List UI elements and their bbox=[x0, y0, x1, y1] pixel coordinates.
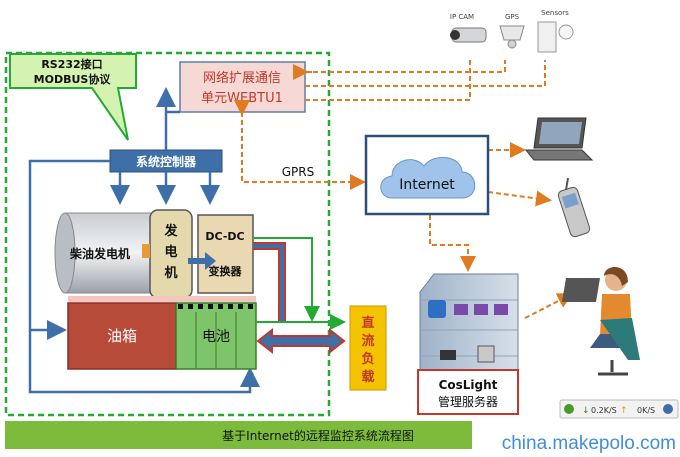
callout-line1: RS232接口 bbox=[41, 57, 102, 71]
battery-label: 电池 bbox=[202, 329, 230, 345]
internet-box: Internet bbox=[364, 134, 490, 216]
netspeed-widget: ↓ 0.2K/S ↑ 0K/S bbox=[559, 399, 679, 419]
internet-label: Internet bbox=[399, 177, 455, 193]
netspeed-down: 0.2K/S bbox=[591, 406, 617, 415]
webtu-box: 网络扩展通信 单元WEBTU1 bbox=[179, 61, 306, 113]
sensors-label: Sensors bbox=[541, 9, 569, 17]
load-c3: 负 bbox=[361, 351, 374, 367]
server-line2: 管理服务器 bbox=[438, 394, 498, 409]
gprs-label: GPRS bbox=[282, 165, 315, 179]
sensors-device: Sensors bbox=[537, 9, 574, 53]
power-bus bbox=[253, 237, 320, 322]
top-strip bbox=[68, 296, 256, 302]
system-boundary bbox=[4, 51, 331, 417]
netspeed-up: 0K/S bbox=[637, 406, 655, 415]
webtu-line2: 单元WEBTU1 bbox=[201, 91, 283, 106]
controller-label: 系统控制器 bbox=[136, 154, 197, 169]
dcdc-converter: DC-DC 变换器 bbox=[188, 214, 254, 294]
battery-load-arrows bbox=[256, 314, 346, 355]
dcdc-line2: 变换器 bbox=[209, 264, 243, 278]
operator-figure bbox=[562, 266, 640, 376]
footer-title: 基于Internet的远程监控系统流程图 bbox=[222, 428, 414, 443]
gps-device: GPS bbox=[499, 13, 525, 49]
dc-load: 直 流 负 载 bbox=[349, 305, 387, 391]
coslight-label-box: CosLight 管理服务器 bbox=[417, 369, 519, 415]
svg-text:↓: ↓ bbox=[582, 406, 590, 416]
laptop-icon bbox=[524, 117, 594, 161]
gen-char2: 电 bbox=[164, 244, 177, 260]
server-line1: CosLight bbox=[439, 378, 498, 392]
svg-text:↑: ↑ bbox=[620, 406, 628, 416]
load-c4: 载 bbox=[361, 369, 374, 385]
fuel-tank: 油箱 bbox=[67, 302, 177, 370]
load-c2: 流 bbox=[361, 333, 374, 349]
ipcam-label: IP CAM bbox=[450, 13, 474, 21]
control-lines bbox=[28, 87, 260, 394]
generator: 发 电 机 bbox=[142, 209, 193, 299]
watermark: china.makepolo.com bbox=[502, 433, 676, 453]
phone-icon bbox=[557, 177, 591, 238]
server-building bbox=[419, 273, 519, 373]
system-controller: 系统控制器 bbox=[109, 149, 223, 173]
fuel-tank-label: 油箱 bbox=[107, 327, 137, 345]
load-c1: 直 bbox=[361, 315, 374, 331]
footer-bar: 基于Internet的远程监控系统流程图 bbox=[5, 421, 472, 449]
engine-label: 柴油发电机 bbox=[69, 246, 130, 261]
network-links bbox=[234, 58, 574, 319]
gen-char3: 机 bbox=[164, 265, 177, 281]
webtu-line1: 网络扩展通信 bbox=[203, 70, 281, 86]
dcdc-line1: DC-DC bbox=[205, 230, 244, 243]
battery: 电池 bbox=[175, 302, 257, 370]
callout-line2: MODBUS协议 bbox=[34, 72, 112, 86]
gps-label: GPS bbox=[505, 13, 520, 21]
gen-char1: 发 bbox=[163, 223, 178, 239]
ipcam-device: IP CAM bbox=[450, 13, 487, 43]
rs232-callout: RS232接口 MODBUS协议 bbox=[9, 53, 137, 141]
